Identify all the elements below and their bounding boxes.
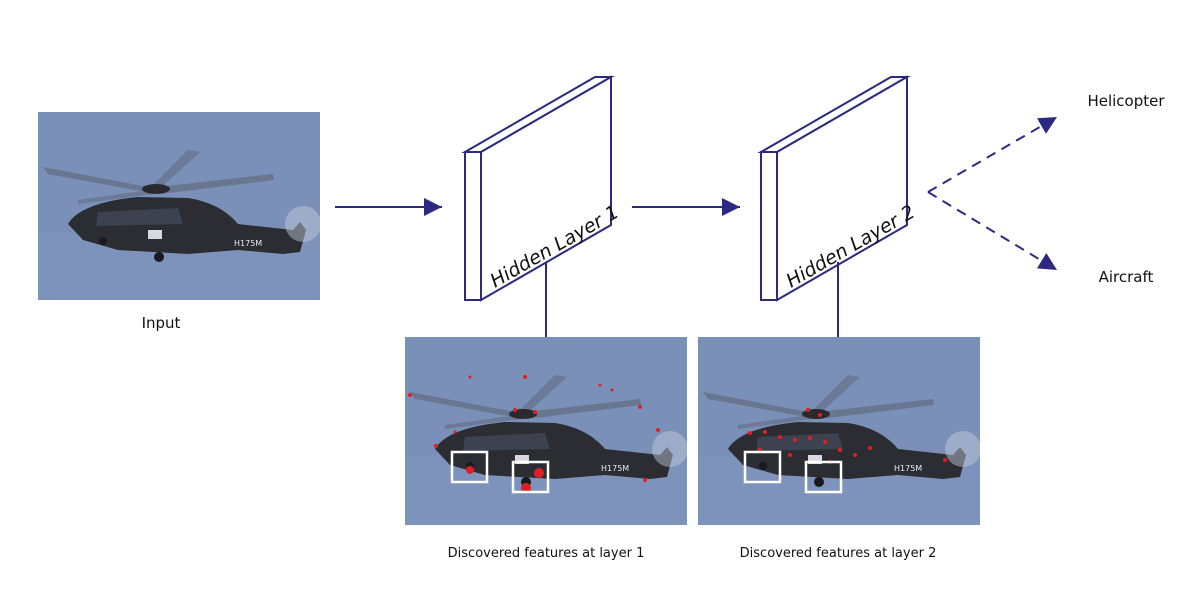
input-image: [38, 112, 320, 300]
airframe-text: H175M: [234, 239, 262, 248]
arrow-to-helicopter: [927, 116, 1058, 193]
arrow-to-aircraft: [927, 191, 1058, 271]
feature-image-layer-2: [698, 337, 980, 525]
airframe-text-layer-2: H175M: [894, 464, 922, 473]
feature-caption-layer-1: Discovered features at layer 1: [448, 546, 645, 561]
hidden-layer-1-block: [461, 75, 615, 302]
airframe-text-layer-1: H175M: [601, 464, 629, 473]
input-label: Input: [142, 314, 181, 332]
feature-dots: [408, 375, 660, 493]
output-label-aircraft: Aircraft: [1099, 268, 1154, 286]
feature-dots: [748, 408, 947, 464]
hidden-layer-2-block: [757, 75, 911, 302]
feature-image-layer-1: [405, 337, 687, 525]
output-label-helicopter: Helicopter: [1087, 92, 1165, 110]
feature-caption-layer-2: Discovered features at layer 2: [740, 546, 937, 561]
